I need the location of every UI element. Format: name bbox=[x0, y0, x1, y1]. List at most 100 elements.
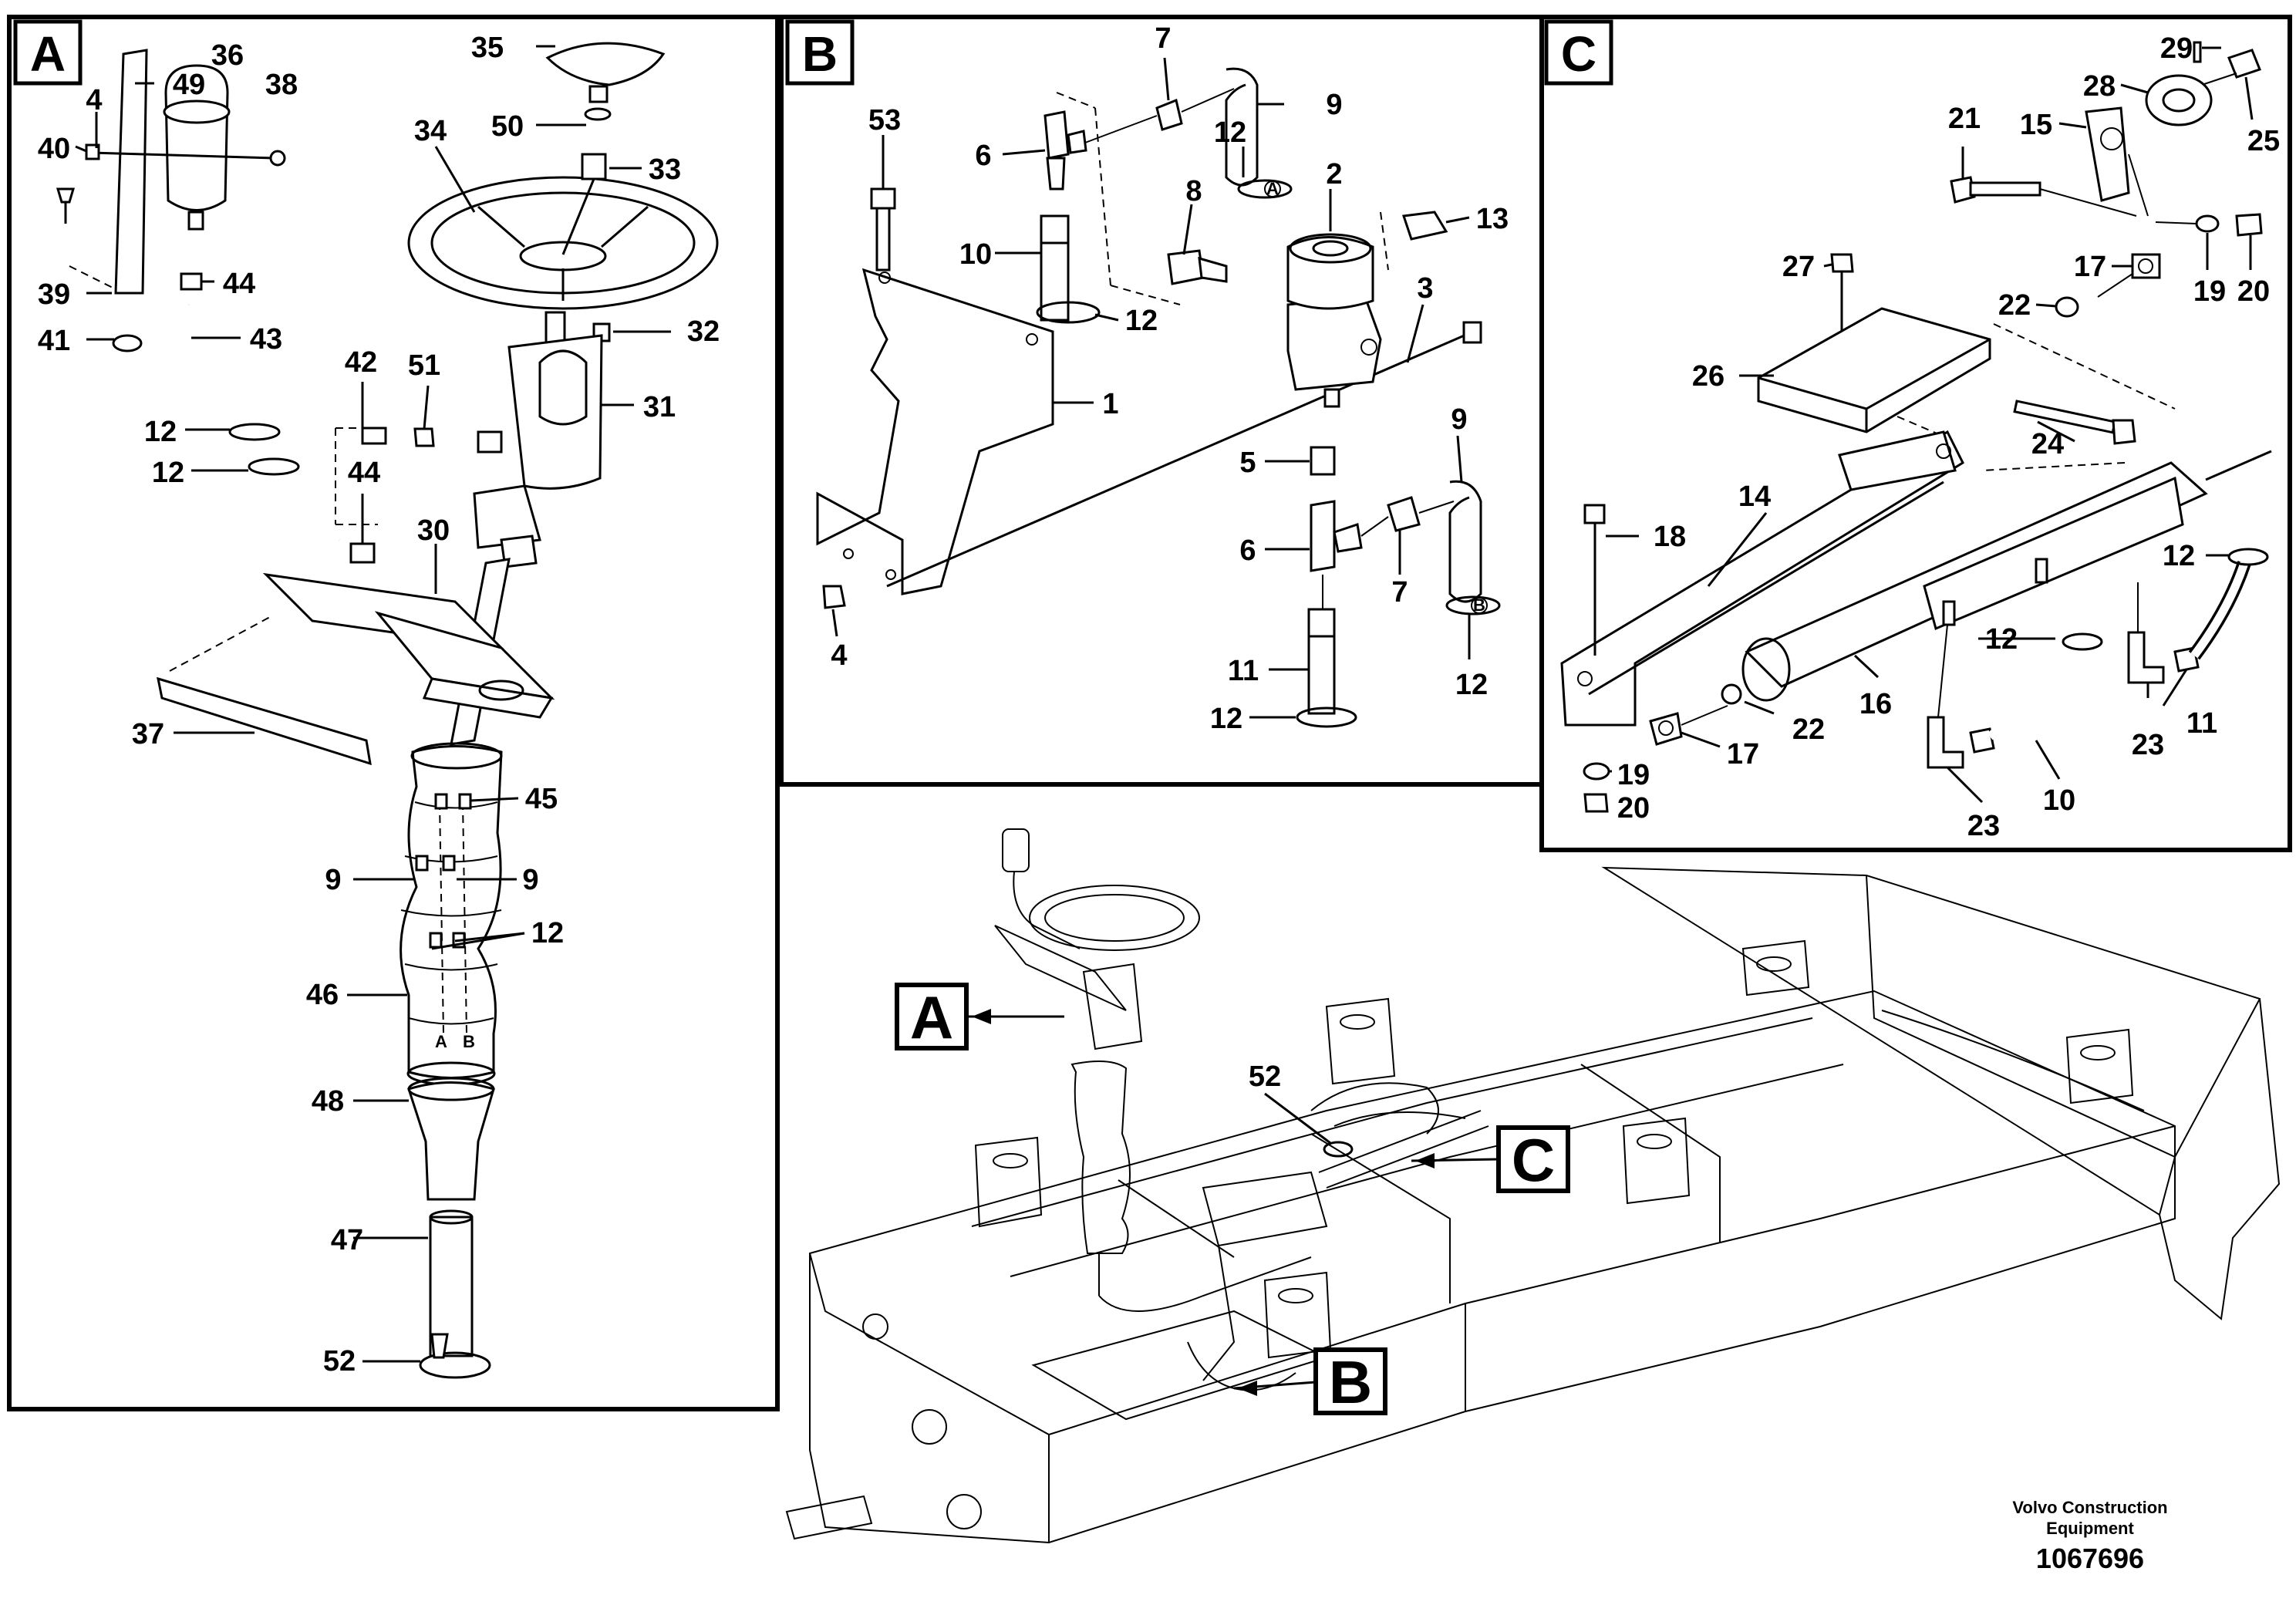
label: 45 bbox=[525, 783, 558, 815]
label: 3 bbox=[1417, 272, 1433, 305]
footer-brand: Volvo Construction Equipment 1067696 bbox=[2012, 1498, 2167, 1574]
label: 27 bbox=[1782, 251, 1815, 283]
label: 51 bbox=[408, 349, 440, 382]
pulley bbox=[2145, 74, 2213, 126]
panel-c-drawing bbox=[1560, 41, 2272, 813]
label: 43 bbox=[250, 323, 282, 356]
cylinder-bracket bbox=[1560, 430, 1964, 727]
label: 38 bbox=[265, 69, 298, 101]
label: 41 bbox=[38, 325, 70, 357]
label: 9 bbox=[325, 864, 341, 896]
label: 9 bbox=[522, 864, 538, 896]
horn-cap bbox=[545, 42, 666, 86]
label: 15 bbox=[2020, 109, 2052, 141]
label: 11 bbox=[1228, 655, 1259, 687]
label: 30 bbox=[417, 514, 450, 547]
svg-text:C: C bbox=[1512, 1126, 1555, 1194]
label: 6 bbox=[975, 140, 991, 172]
support-block bbox=[1757, 307, 1991, 433]
panel-a-frame bbox=[7, 15, 780, 1411]
label: 46 bbox=[306, 979, 339, 1011]
svg-text:A: A bbox=[30, 26, 66, 82]
label: 23 bbox=[2132, 729, 2164, 761]
svg-text:B: B bbox=[1473, 595, 1485, 615]
label: 13 bbox=[1476, 203, 1509, 235]
label: 33 bbox=[649, 153, 681, 186]
overview-callout-c: C bbox=[1411, 1125, 1570, 1194]
panel-a-letter-box: A bbox=[13, 19, 83, 86]
label: 12 bbox=[152, 457, 184, 489]
panel-b-leaders bbox=[831, 57, 1471, 719]
panel-b-drawing: A B bbox=[816, 67, 1501, 728]
label: 18 bbox=[1654, 521, 1686, 553]
svg-text:A: A bbox=[435, 1032, 447, 1051]
panel-b-labels: 7 9 53 6 12 8 2 13 10 12 3 1 9 5 6 7 11 … bbox=[831, 22, 1509, 735]
label: 37 bbox=[132, 718, 164, 750]
label: 50 bbox=[491, 110, 524, 143]
overview-callout-b: B bbox=[1233, 1347, 1387, 1416]
label: 1 bbox=[1102, 388, 1118, 420]
label: 22 bbox=[1792, 713, 1825, 746]
label: 5 bbox=[1239, 447, 1256, 479]
svg-text:B: B bbox=[1329, 1348, 1372, 1416]
label: 44 bbox=[223, 268, 255, 300]
label: 20 bbox=[2237, 275, 2270, 308]
svg-text:A: A bbox=[910, 983, 953, 1051]
overview-callout-a: A bbox=[895, 983, 1064, 1051]
label: 23 bbox=[1967, 810, 2000, 842]
label: 19 bbox=[1617, 759, 1650, 791]
label: 44 bbox=[348, 457, 380, 489]
label: 10 bbox=[959, 238, 992, 271]
panel-c-labels: 29 28 25 21 15 17 19 20 27 22 26 24 14 1… bbox=[1617, 32, 2280, 842]
reservoir-bracket bbox=[114, 49, 148, 295]
label: 24 bbox=[2031, 428, 2064, 460]
label: 12 bbox=[1125, 305, 1158, 337]
svg-text:A: A bbox=[1266, 179, 1279, 198]
label: 8 bbox=[1185, 175, 1202, 207]
rubber-boot bbox=[400, 745, 503, 1079]
label: 12 bbox=[1985, 623, 2018, 656]
svg-text:52: 52 bbox=[1249, 1061, 1281, 1093]
lower-tube bbox=[429, 1216, 474, 1357]
label: 12 bbox=[2163, 540, 2195, 572]
valve-bracket bbox=[816, 268, 1054, 595]
label: 9 bbox=[1326, 89, 1342, 121]
panel-c-frame bbox=[1539, 15, 2292, 852]
label: 4 bbox=[86, 84, 102, 116]
cone-cover bbox=[407, 1081, 495, 1201]
label: 14 bbox=[1738, 481, 1771, 513]
panel-c-leaders bbox=[1606, 46, 2254, 804]
label: 7 bbox=[1155, 22, 1171, 55]
label: 11 bbox=[2186, 707, 2217, 740]
label: 26 bbox=[1692, 360, 1725, 393]
label: 2 bbox=[1326, 158, 1342, 191]
svg-text:B: B bbox=[463, 1032, 475, 1051]
label: 31 bbox=[643, 391, 676, 423]
steering-unit bbox=[507, 334, 603, 490]
label: 25 bbox=[2247, 125, 2280, 157]
overview-label-52: 52 bbox=[1249, 1061, 1331, 1145]
label: 12 bbox=[531, 917, 564, 949]
label: 16 bbox=[1859, 688, 1892, 720]
label: 12 bbox=[1210, 703, 1242, 735]
label: 9 bbox=[1451, 403, 1467, 436]
label: 52 bbox=[323, 1345, 356, 1378]
label: 35 bbox=[471, 32, 504, 64]
label: 34 bbox=[414, 115, 447, 147]
label: 12 bbox=[1214, 116, 1246, 149]
panel-a-leaders bbox=[75, 45, 671, 1363]
label: 17 bbox=[1727, 738, 1759, 771]
document-number: 1067696 bbox=[2036, 1543, 2144, 1574]
label: 21 bbox=[1948, 103, 1981, 135]
label: 12 bbox=[1455, 669, 1488, 701]
brand-line-2: Equipment bbox=[2046, 1519, 2134, 1538]
label: 40 bbox=[38, 133, 70, 165]
label: 47 bbox=[331, 1224, 363, 1256]
label: 28 bbox=[2083, 70, 2116, 103]
label: 36 bbox=[211, 39, 244, 72]
label: 29 bbox=[2160, 32, 2193, 65]
label: 49 bbox=[173, 69, 205, 101]
label: 19 bbox=[2193, 275, 2226, 308]
brand-line-1: Volvo Construction bbox=[2012, 1498, 2167, 1517]
